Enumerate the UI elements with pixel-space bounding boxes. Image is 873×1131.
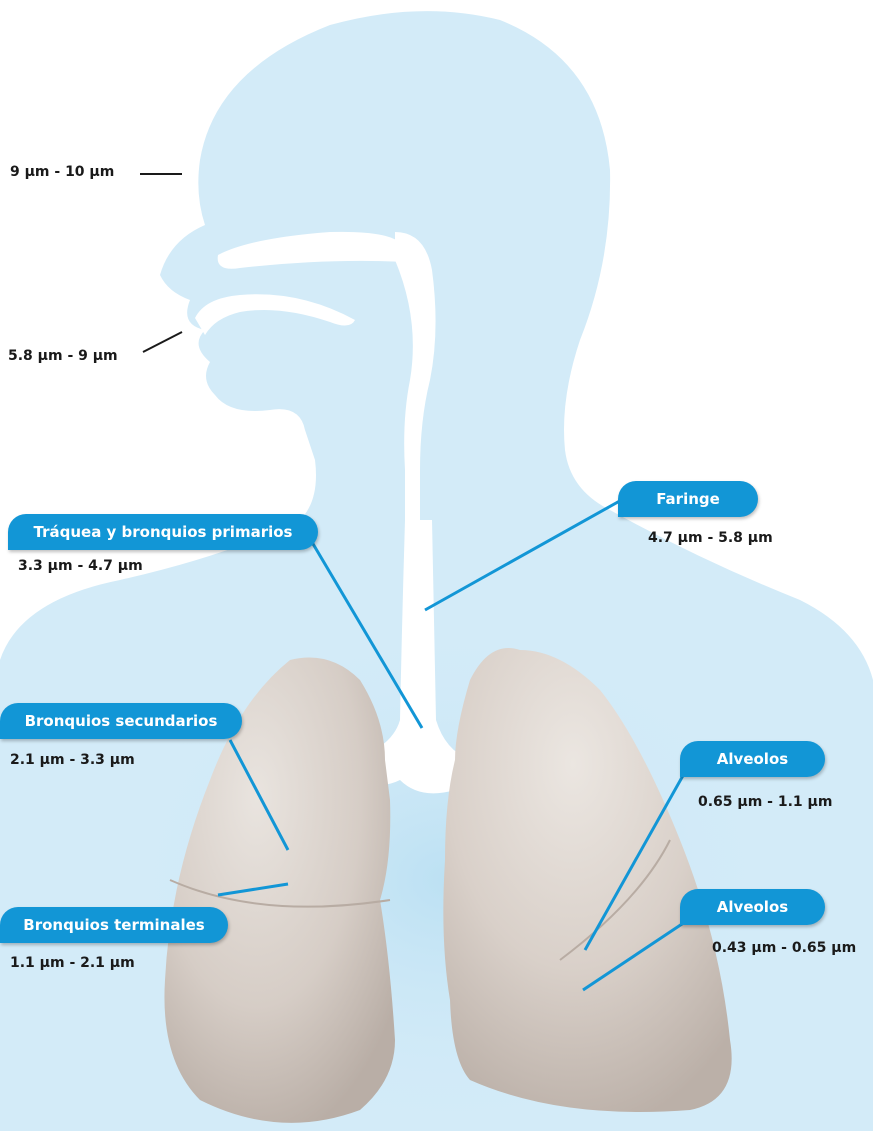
leader-oral <box>143 332 182 352</box>
label-alveolos-2: Alveolos <box>680 889 825 925</box>
range-faringe: 4.7 µm - 5.8 µm <box>648 530 773 546</box>
label-bronquios-terminales: Bronquios terminales <box>0 907 228 943</box>
range-bronquios-secundarios: 2.1 µm - 3.3 µm <box>10 752 135 768</box>
range-nasal: 9 µm - 10 µm <box>10 164 114 180</box>
range-oral: 5.8 µm - 9 µm <box>8 348 118 364</box>
label-faringe: Faringe <box>618 481 758 517</box>
label-traquea: Tráquea y bronquios primarios <box>8 514 318 550</box>
range-alveolos-1: 0.65 µm - 1.1 µm <box>698 794 832 810</box>
label-bronquios-secundarios: Bronquios secundarios <box>0 703 242 739</box>
range-alveolos-2: 0.43 µm - 0.65 µm <box>712 940 856 956</box>
range-bronquios-terminales: 1.1 µm - 2.1 µm <box>10 955 135 971</box>
label-alveolos-1: Alveolos <box>680 741 825 777</box>
range-traquea: 3.3 µm - 4.7 µm <box>18 558 143 574</box>
trachea <box>400 520 436 720</box>
